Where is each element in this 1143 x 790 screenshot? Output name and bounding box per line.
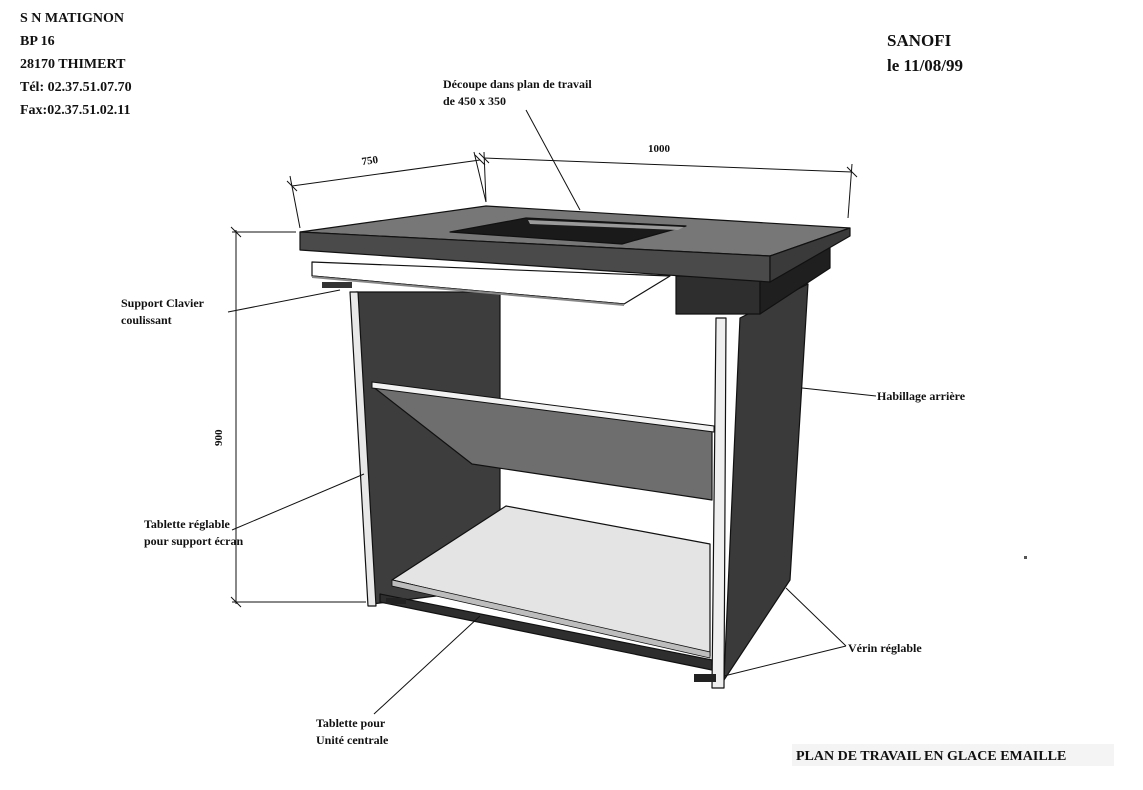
company-box: BP 16 — [20, 34, 55, 49]
jack-front-right — [694, 674, 716, 682]
callout-cpu-line1: Tablette pour — [316, 716, 386, 730]
right-support-block — [675, 275, 761, 315]
callout-cutout-line2: de 450 x 350 — [443, 94, 506, 108]
front-right-leg — [711, 317, 727, 689]
left-side-panel-edge — [349, 291, 377, 607]
keyboard-slide-rail — [322, 282, 352, 288]
jack-front-left — [386, 598, 406, 604]
company-phone: Tél: 02.37.51.07.70 — [20, 80, 132, 95]
speck — [1024, 556, 1027, 559]
leader-back-panel — [801, 387, 877, 397]
callout-shelf-line1: Tablette réglable — [144, 517, 231, 531]
leader-cpu — [373, 615, 481, 715]
drawing-date: le 11/08/99 — [887, 56, 963, 75]
callout-shelf-line2: pour support écran — [144, 534, 243, 548]
leader-shelf — [231, 473, 365, 531]
drawing-title: PLAN DE TRAVAIL EN GLACE EMAILLE — [796, 749, 1066, 764]
monitor-shelf-edge — [371, 381, 715, 433]
callout-jack: Vérin réglable — [848, 641, 922, 655]
leader-keyboard — [227, 289, 341, 313]
callouts: Découpe dans plan de travail de 450 x 35… — [121, 77, 966, 747]
callout-back-panel: Habillage arrière — [877, 389, 966, 403]
dimension-annotations: 750 1000 900 — [213, 143, 858, 608]
leader-cutout — [525, 109, 581, 211]
callout-cutout-line1: Découpe dans plan de travail — [443, 77, 592, 91]
callout-cpu-line2: Unité centrale — [316, 733, 389, 747]
cpu-shelf-front-edge — [391, 579, 711, 659]
dimension-depth: 750 — [361, 154, 380, 168]
company-header: S N MATIGNON BP 16 28170 THIMERT Tél: 02… — [20, 11, 132, 118]
company-city: 28170 THIMERT — [20, 57, 126, 72]
dimension-height: 900 — [213, 429, 225, 446]
leader-jack-front — [723, 645, 847, 677]
callout-keyboard-line2: coulissant — [121, 313, 172, 327]
keyboard-tray-front — [312, 276, 624, 306]
company-fax: Fax:02.37.51.02.11 — [20, 103, 130, 118]
client-header: SANOFI le 11/08/99 — [887, 31, 963, 75]
worktop-right-edge — [769, 227, 851, 283]
callout-keyboard-line1: Support Clavier — [121, 296, 205, 310]
company-name: S N MATIGNON — [20, 11, 124, 26]
back-panel — [723, 283, 809, 681]
dimension-width: 1000 — [648, 143, 671, 155]
desk-drawing — [299, 205, 851, 689]
worktop-cutout-inner — [528, 220, 684, 230]
title-block: PLAN DE TRAVAIL EN GLACE EMAILLE — [792, 744, 1114, 766]
client-name: SANOFI — [887, 31, 952, 50]
leader-jack-back — [785, 587, 847, 647]
